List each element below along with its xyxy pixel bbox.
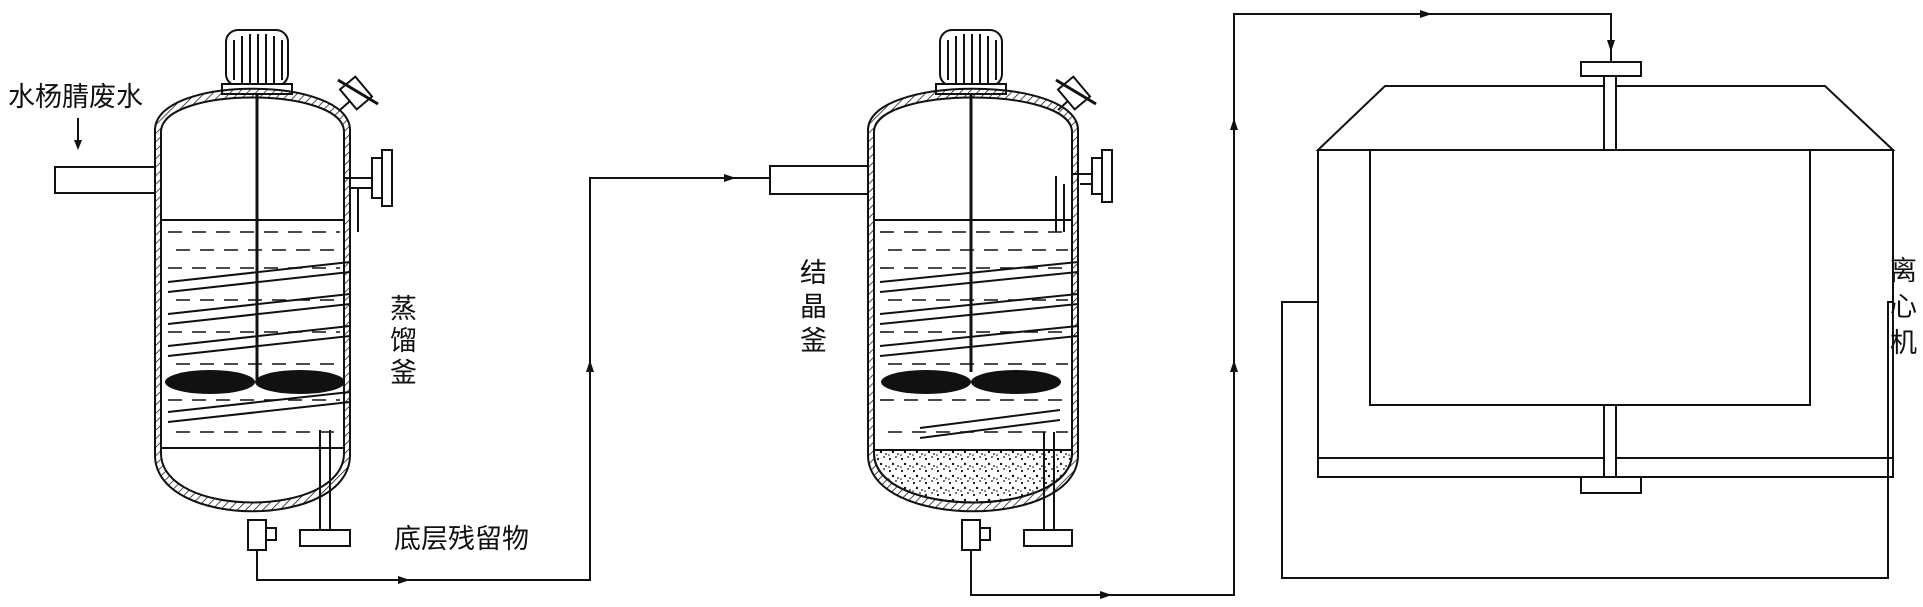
residue-label: 底层残留物 [394, 524, 529, 555]
centrifuge-label-char: 离 [1890, 256, 1917, 287]
vessel1-label-char: 釜 [390, 358, 417, 389]
agitator-blade-right [255, 370, 345, 394]
vessel1-label: 蒸 馏 釜 [390, 294, 417, 389]
vessel2-label-char: 晶 [800, 292, 827, 323]
centrifuge-label: 离 心 机 [1890, 256, 1917, 359]
crystal-sediment [873, 449, 1073, 504]
inlet-pipe [769, 165, 869, 195]
heating-coil [879, 261, 1079, 439]
liquid-dashes [880, 231, 1068, 433]
motor-icon [221, 29, 293, 95]
vessel1-label-char: 蒸 [390, 294, 417, 325]
vessel2-label-char: 结 [800, 258, 827, 289]
vessel2-label-char: 釜 [800, 326, 827, 357]
pipeline [256, 10, 1615, 599]
centrifuge-label-char: 心 [1890, 292, 1917, 323]
inlet-pipe [54, 166, 156, 194]
motor-icon [935, 29, 1007, 95]
valve-icon [337, 75, 379, 111]
centrifuge-label-char: 机 [1890, 328, 1917, 359]
heating-coil [167, 261, 351, 423]
distillation-kettle [54, 29, 393, 551]
agitator-blade-right [971, 370, 1061, 394]
crystallization-kettle [769, 29, 1113, 551]
input-label: 水杨腈废水 [8, 82, 143, 113]
agitator-blade-left [165, 370, 255, 394]
valve-icon [1055, 75, 1097, 111]
vessel2-label: 结 晶 釜 [800, 258, 827, 357]
centrifuge [1281, 61, 1896, 579]
agitator-blade-left [881, 370, 971, 394]
vessel1-label-char: 馏 [390, 326, 417, 357]
